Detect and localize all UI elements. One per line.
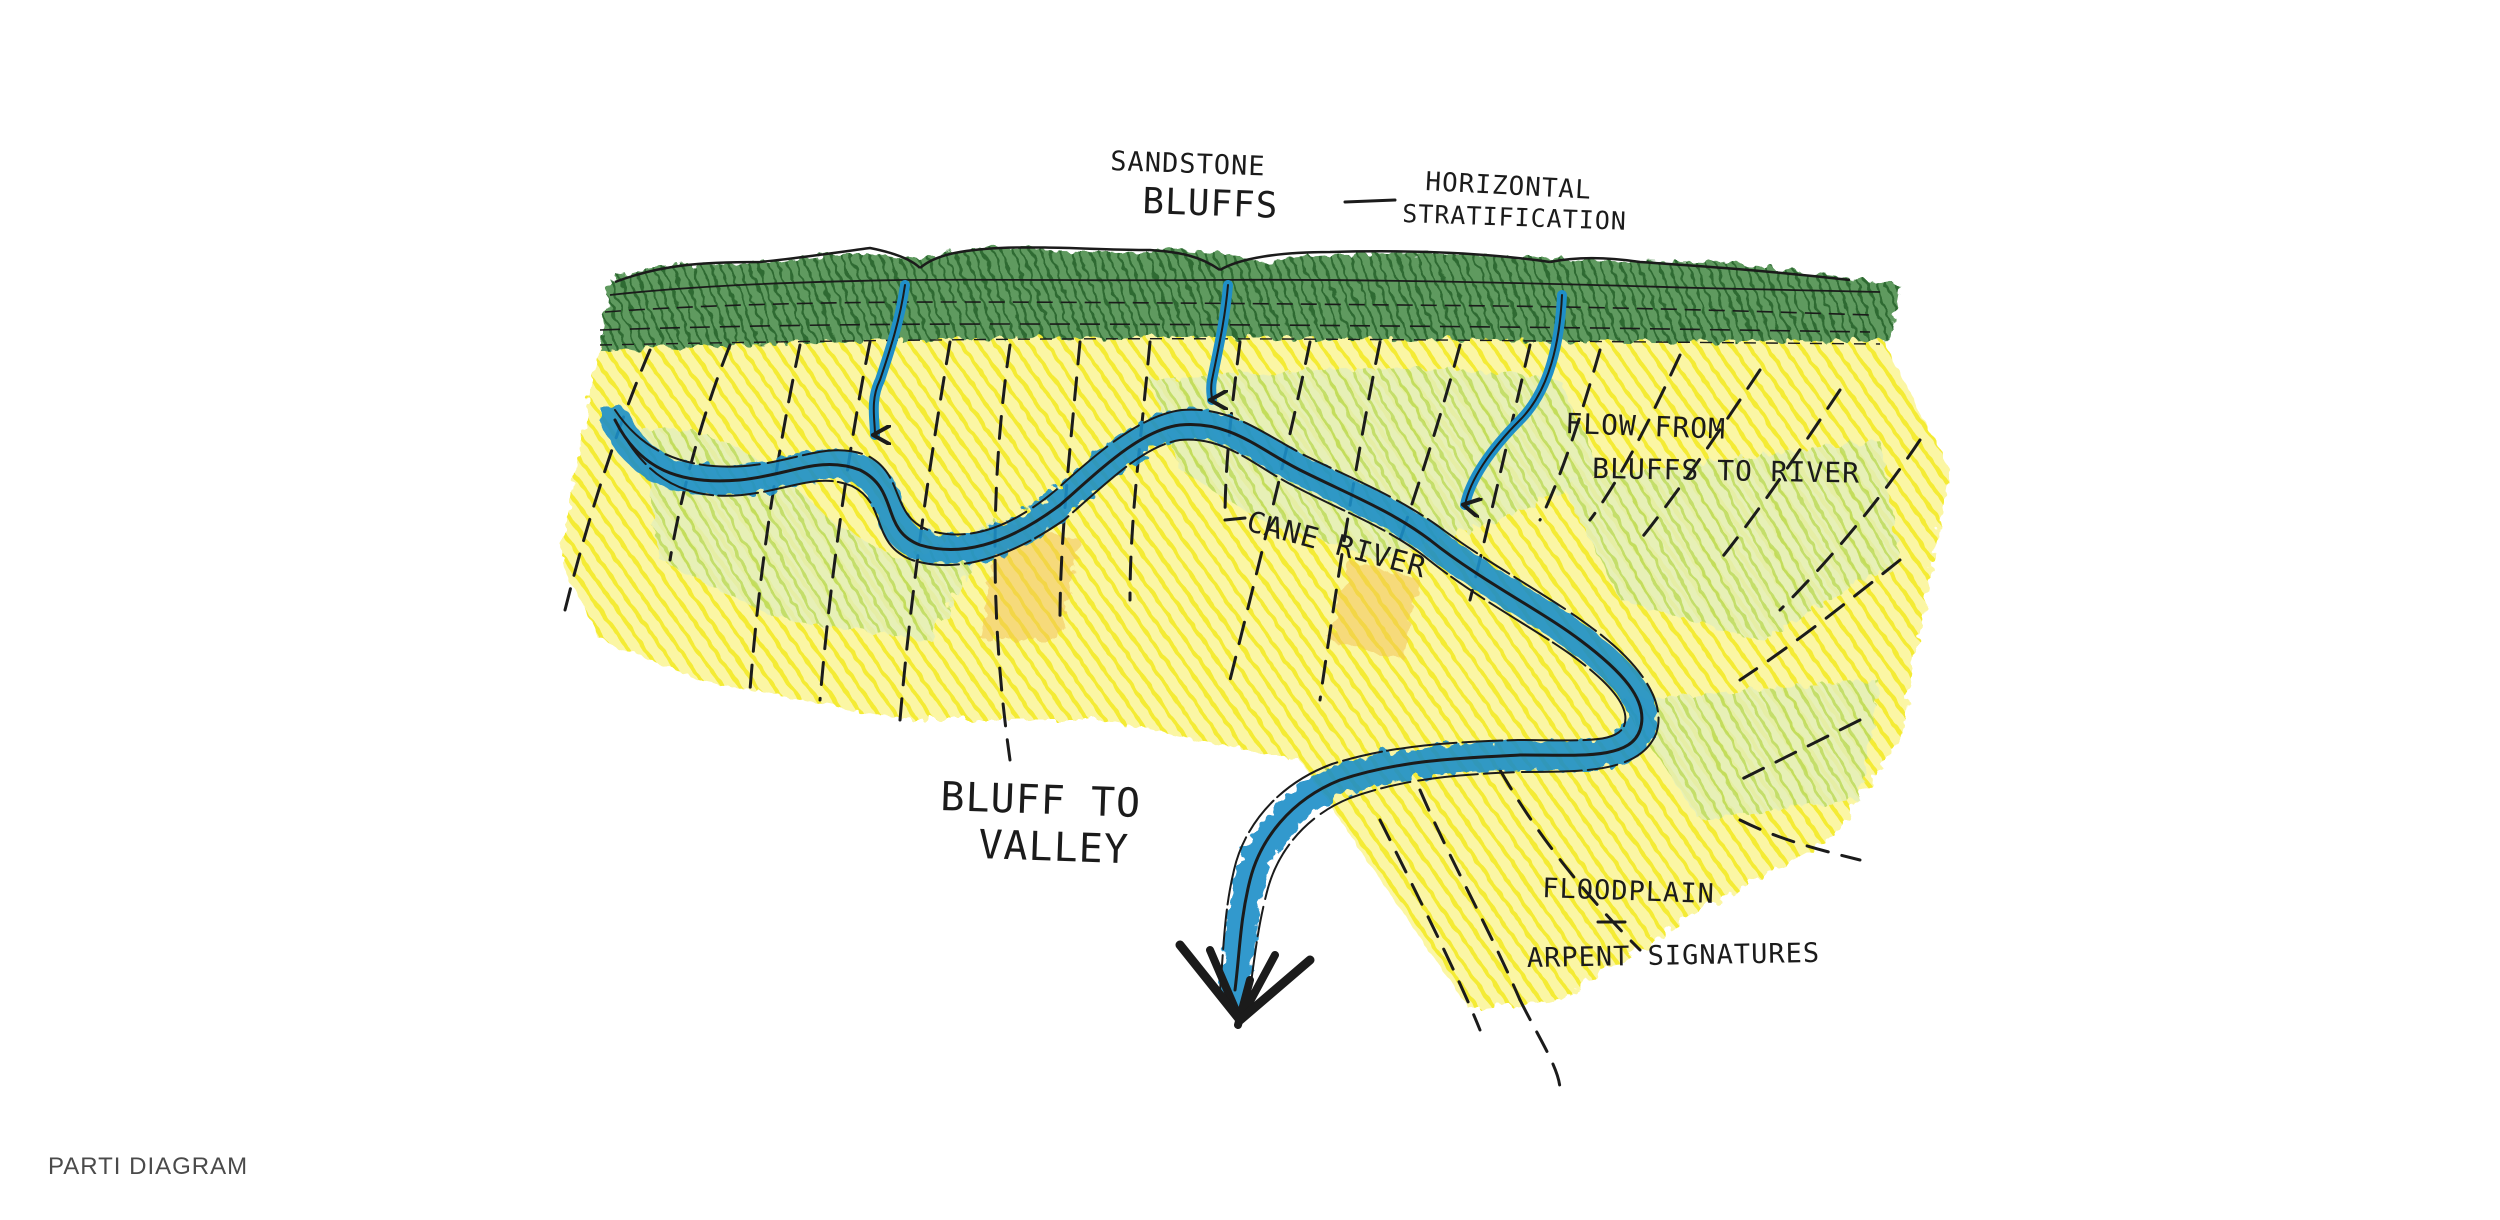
bluff-streams xyxy=(868,280,1567,505)
label-bluffs: BLUFFS xyxy=(1142,181,1279,227)
river-leader-line xyxy=(1223,516,1247,522)
annotation-leaders xyxy=(1223,198,1627,924)
diagram-caption: PARTI DIAGRAM xyxy=(48,1153,249,1180)
bluffs-leader-line xyxy=(1343,198,1397,204)
label-floodplain: FLOODPLAIN xyxy=(1542,873,1716,910)
sandstone-bluffs xyxy=(599,246,1900,350)
label-flow-from: FLOW FROM xyxy=(1565,407,1727,446)
valley-fields xyxy=(560,327,1950,1010)
label-sandstone: SANDSTONE xyxy=(1110,146,1266,182)
label-bluff-to: BLUFF TO xyxy=(940,774,1142,827)
cane-river xyxy=(600,405,1660,1029)
label-valley: VALLEY xyxy=(978,822,1130,873)
label-bluffs-to-river: BLUFFS TO RIVER xyxy=(1592,452,1860,490)
arpent-dashed-lines xyxy=(563,340,1922,1092)
label-stratification: STRATIFICATION xyxy=(1402,199,1628,236)
label-arpent-signatures: ARPENT SIGNATURES xyxy=(1527,938,1821,974)
